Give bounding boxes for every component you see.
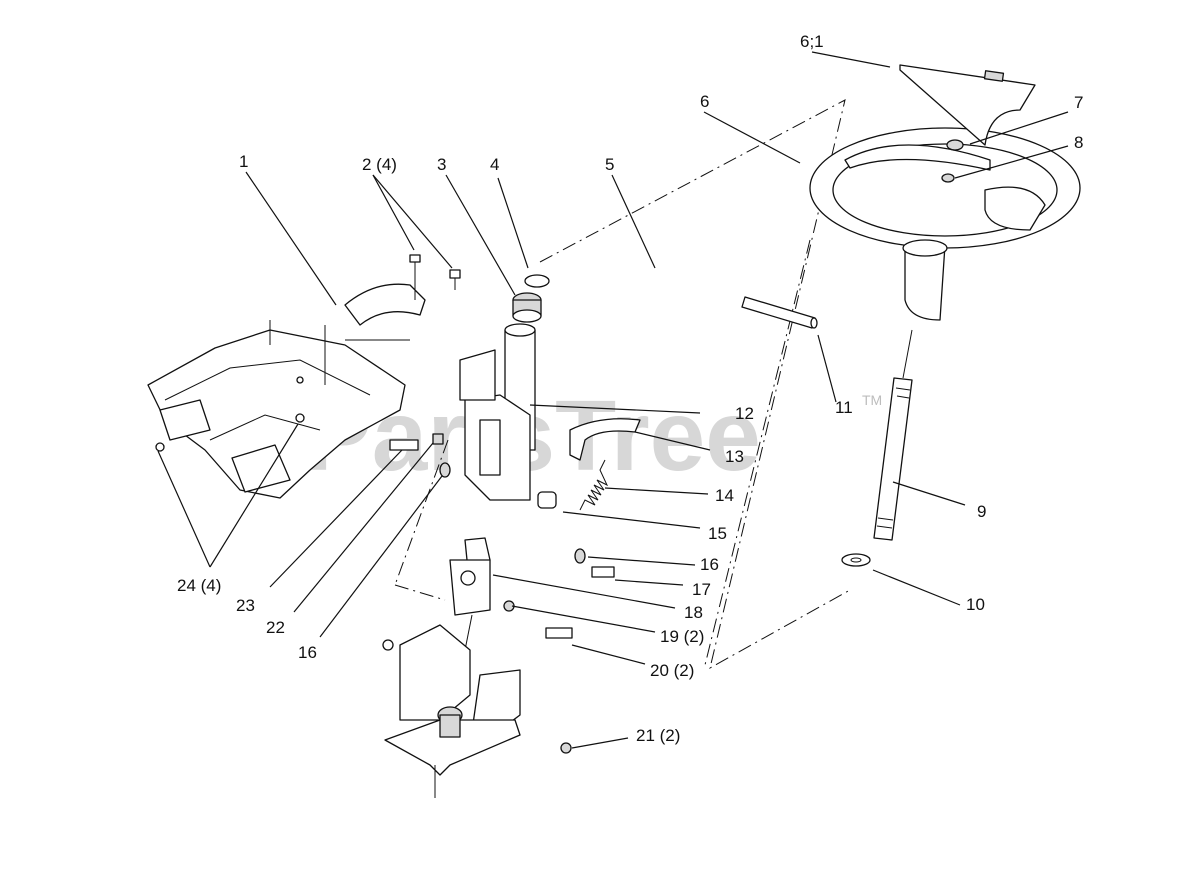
callout-7: 7 (1074, 93, 1083, 112)
callout-22: 22 (266, 618, 285, 637)
callout-21: 21 (2) (636, 726, 680, 745)
callout-15: 15 (708, 524, 727, 543)
steering-shaft-part (873, 329, 913, 541)
steering-column-tube-part (459, 323, 536, 501)
callout-13: 13 (725, 447, 744, 466)
callout-14: 14 (715, 486, 734, 505)
callout-1: 1 (239, 152, 248, 171)
callout-10: 10 (966, 595, 985, 614)
callout-11: 11 (835, 398, 853, 417)
callout-6: 6 (700, 92, 709, 111)
callout-16-right: 16 (700, 555, 719, 574)
support-plate-part (147, 320, 406, 499)
callout-2: 2 (4) (362, 155, 397, 174)
callout-17: 17 (692, 580, 711, 599)
wheel-cap-part (899, 64, 1036, 146)
nut-and-bolt-parts (503, 600, 573, 639)
rod-extension-part (741, 296, 818, 329)
watermark-trademark: TM (862, 392, 882, 408)
spring-part (579, 459, 609, 511)
callout-6-1: 6;1 (800, 32, 824, 51)
universal-joint-part (449, 537, 491, 701)
callout-19: 19 (2) (660, 627, 704, 646)
leader-lines (157, 51, 1069, 749)
callout-18: 18 (684, 603, 703, 622)
bolt-parts (409, 254, 461, 300)
callout-3: 3 (437, 155, 446, 174)
callout-8: 8 (1074, 133, 1083, 152)
lower-mount-bracket-part (382, 624, 521, 798)
steering-wheel-part (809, 127, 1081, 321)
lever-rod-part (542, 267, 743, 404)
callout-9: 9 (977, 502, 986, 521)
callout-labels: 1 2 (4) 3 4 5 6 6;1 7 8 9 10 11 12 13 14… (177, 32, 1083, 745)
callout-20: 20 (2) (650, 661, 694, 680)
top-bracket-part (344, 283, 426, 341)
left-fastener-parts (389, 433, 451, 478)
spacer-part (537, 491, 557, 509)
callout-5: 5 (605, 155, 614, 174)
nut-part (560, 742, 572, 754)
callout-16-left: 16 (298, 643, 317, 662)
callout-12: 12 (735, 404, 754, 423)
callout-24: 24 (4) (177, 576, 221, 595)
bearing-and-washer-parts (512, 274, 550, 323)
callout-23: 23 (236, 596, 255, 615)
small-bracket-part (569, 418, 641, 461)
callout-4: 4 (490, 155, 499, 174)
shaft-washer-part (841, 553, 871, 567)
washer-and-bolt-parts (574, 548, 615, 578)
